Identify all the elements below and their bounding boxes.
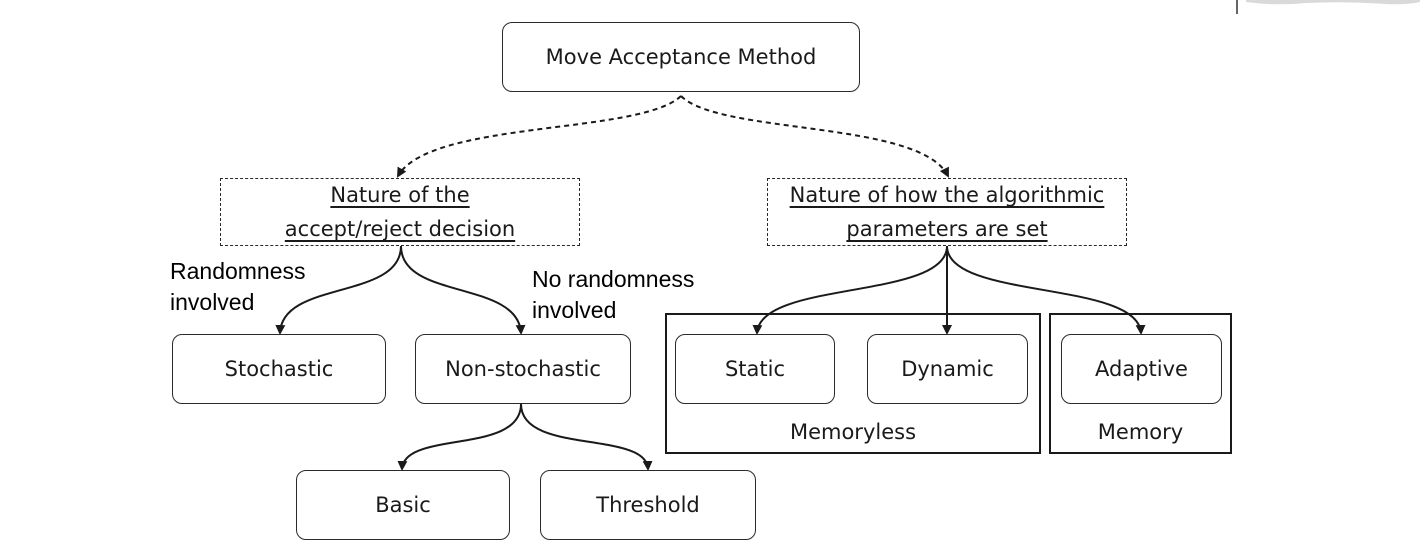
node-adaptive-label: Adaptive xyxy=(1095,357,1188,381)
category-accept-reject-decision: Nature of the accept/reject decision xyxy=(220,178,580,246)
category-left-line2: accept/reject decision xyxy=(284,217,516,241)
node-adaptive: Adaptive xyxy=(1061,334,1222,404)
node-non-stochastic: Non-stochastic xyxy=(415,334,631,404)
category-right-line1: Nature of how the algorithmic xyxy=(789,183,1105,207)
node-basic: Basic xyxy=(296,470,510,540)
edge-nonstochastic-to-basic xyxy=(397,403,522,471)
node-threshold-label: Threshold xyxy=(596,493,700,517)
edge-root-to-left xyxy=(397,95,682,178)
group-memory xyxy=(1049,313,1232,454)
edge-right-to-adaptive xyxy=(946,245,1146,335)
group-memoryless xyxy=(665,313,1041,454)
category-right-line2: parameters are set xyxy=(846,217,1048,241)
node-stochastic: Stochastic xyxy=(172,334,386,404)
node-static: Static xyxy=(675,334,835,404)
node-threshold: Threshold xyxy=(540,470,756,540)
group-memory-label: Memory xyxy=(1097,420,1184,444)
annotation-no-randomness-line1: No randomness xyxy=(532,266,695,292)
category-left-line1: Nature of the xyxy=(330,183,470,207)
group-memoryless-label: Memoryless xyxy=(789,420,917,444)
node-stochastic-label: Stochastic xyxy=(224,357,334,381)
category-parameter-setting: Nature of how the algorithmic parameters… xyxy=(767,178,1127,246)
node-non-stochastic-label: Non-stochastic xyxy=(445,357,601,381)
edge-left-to-stochastic xyxy=(275,245,402,335)
edge-nonstochastic-to-threshold xyxy=(520,403,653,471)
annotation-randomness-line1: Randomness xyxy=(170,258,306,284)
annotation-no-randomness-line2: involved xyxy=(532,297,617,323)
annotation-randomness: Randomness involved xyxy=(170,256,306,318)
node-static-label: Static xyxy=(724,357,786,381)
edge-left-to-nonstochastic xyxy=(400,245,526,335)
node-dynamic: Dynamic xyxy=(867,334,1028,404)
root-label: Move Acceptance Method xyxy=(545,45,817,69)
annotation-no-randomness: No randomness involved xyxy=(532,264,694,326)
root-node: Move Acceptance Method xyxy=(502,22,860,92)
cropped-image-fragment xyxy=(1236,0,1420,14)
node-dynamic-label: Dynamic xyxy=(901,357,994,381)
edge-right-to-static xyxy=(752,245,948,335)
node-basic-label: Basic xyxy=(375,493,431,517)
annotation-randomness-line2: involved xyxy=(170,289,255,315)
edge-root-to-right xyxy=(680,95,949,178)
